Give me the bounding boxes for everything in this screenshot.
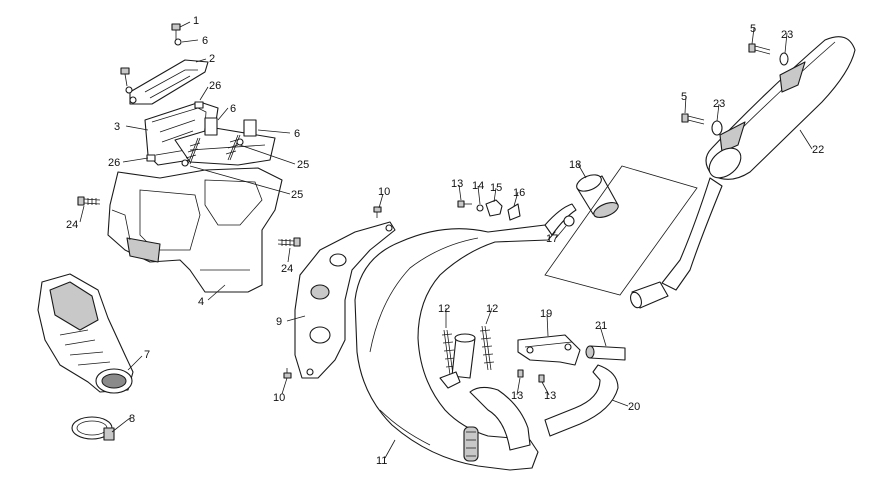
- callout-21: 21: [595, 320, 607, 332]
- expansion-chamber: [354, 203, 577, 471]
- callout-22: 22: [812, 144, 824, 156]
- callout-13: 13: [451, 178, 463, 190]
- hardware-13-16: [457, 199, 521, 221]
- callout-6: 6: [230, 103, 236, 115]
- callout-23: 23: [713, 98, 725, 110]
- callout-26: 26: [209, 80, 221, 92]
- callout-5: 5: [681, 91, 687, 103]
- callout-11: 11: [376, 455, 387, 467]
- frame-bracket: [174, 117, 276, 166]
- callout-25: 25: [291, 189, 303, 201]
- heat-shield: [294, 221, 396, 379]
- callout-8: 8: [129, 413, 135, 425]
- clip-upper: [194, 101, 204, 109]
- callout-1: 1: [193, 15, 199, 27]
- airbox-bracket: [129, 59, 209, 105]
- callout-14: 14: [472, 180, 484, 192]
- callout-2: 2: [209, 53, 215, 65]
- bracket-19: [517, 334, 581, 366]
- hose-20: [544, 364, 619, 437]
- callout-19: 19: [540, 308, 552, 320]
- tube-21: [585, 345, 626, 361]
- callout-7: 7: [144, 349, 150, 361]
- callout-15: 15: [490, 182, 502, 194]
- bolts-13-small: [517, 369, 545, 383]
- callout-4: 4: [198, 296, 204, 308]
- callout-6: 6: [294, 128, 300, 140]
- sleeve-18: [576, 174, 619, 218]
- airbox-group: [77, 23, 301, 293]
- callout-20: 20: [628, 401, 640, 413]
- callout-13: 13: [511, 390, 523, 402]
- callout-labels: 1 6 2 26 6 3 6 26 25 25 24 24 4 7 8 10 9…: [66, 15, 824, 467]
- callout-3: 3: [114, 121, 120, 133]
- leader-lines: [79, 21, 813, 459]
- callout-12: 12: [438, 303, 450, 315]
- callout-25: 25: [297, 159, 309, 171]
- bolt-5-upper: [748, 43, 771, 55]
- bolt-5-lower: [681, 113, 705, 125]
- callout-12: 12: [486, 303, 498, 315]
- washer-23-lower: [711, 120, 723, 136]
- clip-lower: [146, 154, 156, 162]
- intake-boot: [37, 273, 134, 394]
- screw-10-bottom: [283, 368, 292, 379]
- callout-18: 18: [569, 159, 581, 171]
- callout-13: 13: [544, 390, 556, 402]
- callout-10: 10: [378, 186, 390, 198]
- callout-24: 24: [66, 219, 78, 231]
- reference-plane: [544, 165, 698, 296]
- springs-12: [441, 325, 495, 376]
- callout-5: 5: [750, 23, 756, 35]
- callout-23: 23: [781, 29, 793, 41]
- callout-6: 6: [202, 35, 208, 47]
- callout-26: 26: [108, 157, 120, 169]
- callout-16: 16: [513, 187, 525, 199]
- airbox-body: [107, 167, 283, 293]
- spring-bolts: [181, 134, 244, 167]
- pipe-nipple: [439, 333, 476, 389]
- screw-10-top: [373, 206, 382, 218]
- bolt-top: [171, 23, 182, 46]
- screw-left: [77, 196, 101, 206]
- nut-17: [563, 215, 575, 227]
- hose-clamp: [71, 416, 115, 441]
- screw-right: [277, 237, 301, 247]
- silencer: [630, 36, 856, 309]
- callout-9: 9: [276, 316, 282, 328]
- washer-23-upper: [779, 52, 789, 66]
- callout-17: 17: [546, 233, 558, 245]
- callout-24: 24: [281, 263, 293, 275]
- callout-10: 10: [273, 392, 285, 404]
- bolt-left-upper: [120, 67, 137, 104]
